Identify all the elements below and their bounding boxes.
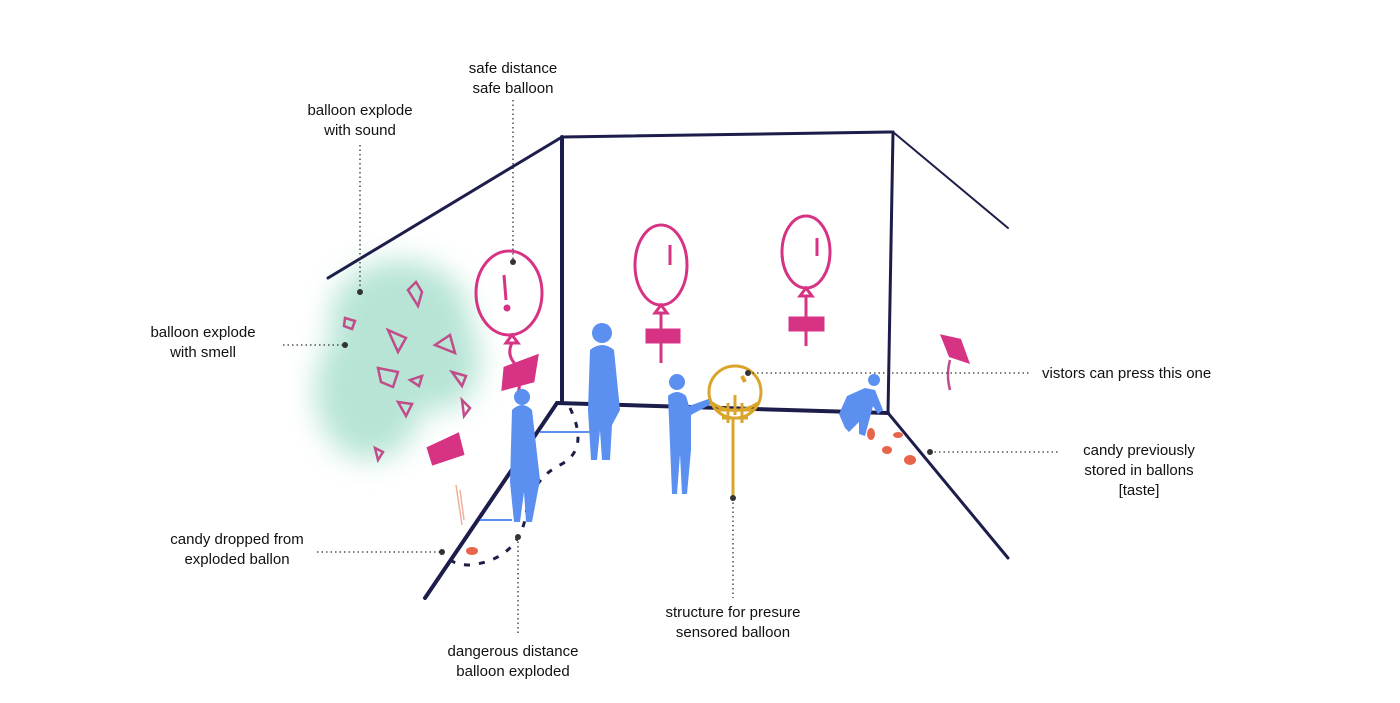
- leader-lines: [283, 100, 1060, 635]
- label-line: balloon explode: [150, 324, 256, 341]
- label-line: with sound: [324, 122, 396, 139]
- person-back: [588, 323, 620, 460]
- balloon-safe-left: [474, 249, 544, 396]
- label-line: balloon exploded: [456, 663, 570, 680]
- label-line: with smell: [170, 344, 236, 361]
- label-line: [taste]: [1118, 482, 1160, 499]
- leader-dots: [342, 259, 933, 555]
- label-line: candy previously: [1083, 442, 1195, 459]
- label-line: candy dropped from: [170, 531, 304, 548]
- label-safe-distance: safe distance safe balloon: [469, 59, 557, 99]
- exploded-balloon-shreds: [342, 279, 971, 466]
- label-explode-sound: balloon explode with sound: [307, 101, 412, 141]
- smell-cloud: [315, 260, 480, 460]
- candy-fall-trail: [455, 484, 465, 526]
- people: [510, 323, 883, 522]
- label-line: sensored balloon: [675, 624, 791, 641]
- label-visitors-press: vistors can press this one: [1042, 364, 1211, 384]
- danger-zone-arc: [446, 407, 580, 567]
- label-line: safe distance: [468, 60, 558, 77]
- label-line: stored in ballons: [1084, 462, 1194, 479]
- label-line: vistors can press this one: [1042, 365, 1212, 382]
- candy: [466, 428, 916, 555]
- label-candy-dropped: candy dropped from exploded ballon: [170, 530, 303, 570]
- person-crouching: [839, 374, 883, 436]
- label-line: safe balloon: [472, 80, 554, 97]
- label-dangerous-distance: dangerous distance balloon exploded: [448, 642, 579, 682]
- distance-markers: [480, 431, 592, 521]
- label-explode-smell: balloon explode with smell: [150, 323, 255, 363]
- person-near-wall: [510, 389, 540, 522]
- label-line: dangerous distance: [447, 643, 579, 660]
- label-line: exploded ballon: [184, 551, 290, 568]
- label-structure: structure for presure sensored balloon: [665, 603, 800, 643]
- label-line: balloon explode: [307, 102, 413, 119]
- label-line: structure for presure: [665, 604, 801, 621]
- balloon-back-2: [780, 214, 832, 346]
- person-pressing: [668, 374, 713, 494]
- pressure-sensor-balloon[interactable]: [707, 364, 763, 498]
- label-candy-stored: candy previously stored in ballons [tast…: [1083, 441, 1195, 501]
- balloon-back-1: [633, 223, 689, 363]
